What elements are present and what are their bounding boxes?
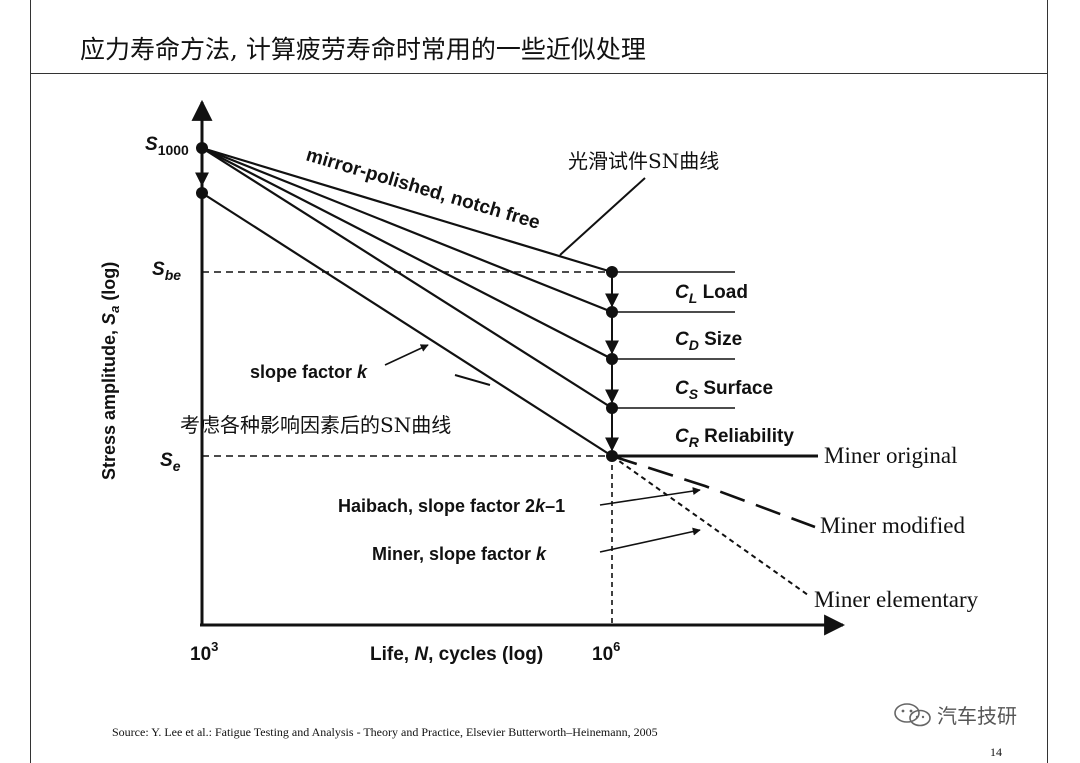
slope-leader-arrow [384,344,429,366]
watermark: 汽车技研 [893,700,1017,729]
modified-sn-label: 考虑各种影响因素后的SN曲线 [180,413,451,437]
miner-slope-leader-arrow [599,527,701,553]
slope-label: slope factor k [250,362,368,382]
haibach-leader-arrow [599,487,701,506]
x-axis-label: Life, N, cycles (log) [370,644,543,665]
factor-load: CL Load [675,282,748,306]
miner-modified-label: Miner modified [820,513,965,538]
slide-frame [30,0,1048,763]
tick-1e3: 103 [190,639,218,665]
sn-curve-load [201,146,613,314]
point-se [606,450,618,462]
source-citation: Source: Y. Lee et al.: Fatigue Testing a… [112,725,658,739]
miner-slope-label: Miner, slope factor k [372,544,547,564]
point-s1000 [196,142,208,154]
tick-sbe: Sbe [152,259,181,283]
watermark-text: 汽车技研 [937,704,1017,728]
miner-original-label: Miner original [824,443,958,468]
sn-curve-size [201,147,613,360]
factor-size: CD Size [675,329,742,353]
sn-curve-polished [201,146,613,274]
point-s1000-reduced [196,187,208,199]
haibach-label: Haibach, slope factor 2k–1 [338,496,565,516]
miner-elementary-line [611,455,809,596]
y-axis-label: Stress amplitude, Sa (log) [99,262,122,480]
page-number: 14 [990,745,1002,759]
wechat-icon [894,702,931,726]
point-size [606,353,618,365]
point-load [606,306,618,318]
title-bar [30,0,1048,74]
miner-elementary-label: Miner elementary [814,587,979,612]
factor-reliability: CR Reliability [675,426,794,450]
tick-se: Se [160,450,181,474]
miner-modified-line [611,454,816,529]
sn-curve-reliability [201,192,613,457]
factor-surface: CS Surface [675,378,773,402]
point-sbe [606,266,618,278]
slide-title: 应力寿命方法, 计算疲劳寿命时常用的一些近似处理 [80,35,646,64]
smooth-sn-leader [559,177,646,256]
modified-sn-leader [454,374,491,386]
tick-s1000: S1000 [145,134,189,158]
point-surface [606,402,618,414]
tick-1e6: 106 [592,639,620,665]
sn-curve-surface [201,147,613,409]
smooth-sn-label: 光滑试件SN曲线 [568,149,719,173]
